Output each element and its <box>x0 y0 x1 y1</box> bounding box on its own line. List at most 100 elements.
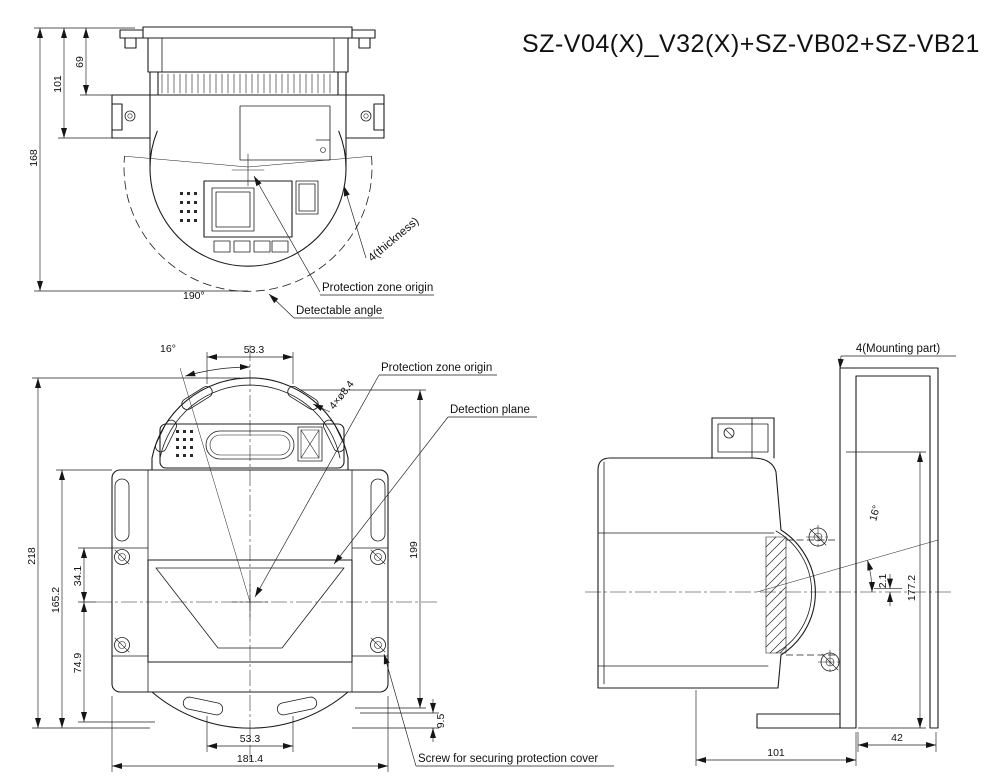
laser-window-recess <box>155 567 345 649</box>
column-slot-right <box>370 478 386 542</box>
dim-ext <box>846 451 926 729</box>
side-window-hatch <box>765 536 787 654</box>
leader-line <box>837 355 844 370</box>
mounting-bracket-plates <box>839 367 939 729</box>
label-text: Protection zone origin <box>322 282 433 294</box>
screw-slot <box>370 549 386 565</box>
screw-slot <box>370 637 386 653</box>
dim-text-53-3-bottom: 53.3 <box>240 733 261 745</box>
leader-line <box>383 653 417 767</box>
connector-screw <box>723 427 735 439</box>
label-cover-screw: Screw for securing protection cover <box>383 653 614 767</box>
dim-text-199: 199 <box>408 541 420 559</box>
side-connector-detail <box>717 417 769 459</box>
label-detection-plane: Detection plane <box>333 404 537 565</box>
dim-ext <box>34 27 248 292</box>
dim-tilt-angle: 16° <box>867 504 883 593</box>
wing-hole-right <box>360 110 372 122</box>
screw-slot <box>114 549 130 565</box>
bottom-slot-left <box>182 696 224 716</box>
display-housing-front <box>159 423 345 469</box>
dim-ext <box>111 696 389 772</box>
cover-screw-bottom-right <box>370 637 386 653</box>
dim-text-168: 168 <box>28 149 40 167</box>
origin-crosshair-top <box>231 153 265 187</box>
dim-text-2-1: 2.1 <box>877 574 889 589</box>
dim-height-body: 165.2 <box>50 469 112 728</box>
front-view: 16° 53.3 4×ø8.4 Protection zone origin D… <box>26 343 614 772</box>
dim-ext <box>32 377 240 729</box>
tilt-angle-ray <box>756 539 939 593</box>
side-view-geometry <box>585 367 952 729</box>
dim-height-total-front: 218 <box>26 377 240 729</box>
bracket-foot <box>756 713 857 729</box>
screw-outer <box>114 637 130 653</box>
internal-module-screw <box>320 147 326 153</box>
dim-arc <box>185 363 251 377</box>
side-body-outline <box>597 457 816 689</box>
label-text: Protection zone origin <box>381 362 492 374</box>
slot-angle-ray <box>179 367 251 603</box>
label-text: 4(Mounting part) <box>856 343 941 355</box>
dim-center-to-window-top: 34.1 <box>72 547 112 603</box>
dim-text-101: 101 <box>52 75 64 93</box>
dim-height-total-top-view: 168 <box>28 27 248 292</box>
dim-ext <box>695 690 857 766</box>
wing-hole-right-inner <box>363 113 369 119</box>
dim-height-total-side: 177.2 <box>846 451 926 729</box>
front-centerlines <box>96 345 438 760</box>
connector-block-top <box>295 180 319 215</box>
side-view: 4(Mounting part) 16° 2.1 177.2 42 <box>585 343 956 766</box>
dome-slot-lower-right <box>323 419 345 453</box>
dim-text-181-4: 181.4 <box>237 753 263 765</box>
dim-slot-spacing-top: 53.3 <box>206 344 294 384</box>
side-view-dimensions: 4(Mounting part) 16° 2.1 177.2 42 <box>695 343 956 766</box>
dim-text-4xd8-4: 4×ø8.4 <box>327 378 357 412</box>
dim-height-right: 199 <box>300 389 426 709</box>
screw-outer <box>114 549 130 565</box>
dim-text-53-3-top: 53.3 <box>244 344 265 356</box>
dim-text-69: 69 <box>74 56 86 68</box>
label-protection-zone-origin-front: Protection zone origin <box>254 362 497 598</box>
cover-screw-top-right <box>370 549 386 565</box>
dim-text-218: 218 <box>26 547 38 565</box>
dim-arc <box>867 560 875 593</box>
screw-center-marks <box>806 525 830 549</box>
label-text: 4(thickness) <box>366 215 421 264</box>
dim-plane-offset: 2.1 <box>874 574 902 606</box>
cover-screw-bottom-left <box>114 637 130 653</box>
cover-screw-top-left <box>114 549 130 565</box>
side-hidden-edges <box>786 539 838 656</box>
dim-text-74-9: 74.9 <box>72 653 84 674</box>
mounting-wing-right <box>345 94 385 139</box>
connector-block-detail <box>300 429 320 459</box>
dim-ext <box>300 389 426 709</box>
dim-slot-spacing-bottom: 53.3 <box>206 716 294 752</box>
dim-text-42: 42 <box>891 732 903 744</box>
top-bracket-bar <box>119 26 376 49</box>
leader-line <box>253 175 321 293</box>
screw-outer <box>370 549 386 565</box>
top-bracket-block <box>147 37 349 73</box>
fin-lines <box>161 73 331 94</box>
label-mounting-part: 4(Mounting part) <box>837 343 956 370</box>
dim-mounting-holes: 4×ø8.4 <box>312 378 357 413</box>
dim-text-190deg: 190° <box>183 290 205 302</box>
fin-band-frame <box>149 71 347 96</box>
connector-block-front <box>297 426 323 462</box>
dim-text-9-5: 9.5 <box>435 714 447 729</box>
connector-screw-slot <box>724 428 734 438</box>
led-indicator-dots-front <box>176 430 193 457</box>
wing-hole-left-inner <box>127 113 133 119</box>
dim-bracket-depth: 42 <box>857 732 937 752</box>
display-screen-top <box>211 187 255 232</box>
screw-center-marks <box>818 650 842 674</box>
dim-center-to-bottom: 74.9 <box>72 602 155 723</box>
screw-outer <box>370 637 386 653</box>
dim-height-top: 69 <box>74 28 152 96</box>
side-window-hatch-frame <box>765 536 787 654</box>
top-view-geometry <box>111 26 385 292</box>
label-text: Detectable angle <box>296 305 382 317</box>
display-housing-top <box>203 180 293 238</box>
